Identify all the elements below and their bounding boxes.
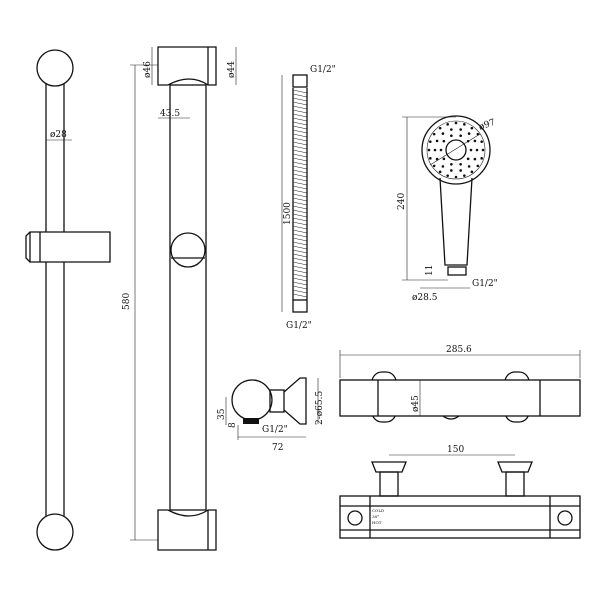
nozzle-dot bbox=[429, 157, 432, 160]
elbow-thread-label: G1/2" bbox=[262, 425, 288, 435]
nozzle-dot bbox=[435, 139, 439, 143]
centers-label: 150 bbox=[447, 445, 464, 455]
nozzle-dot bbox=[446, 123, 449, 126]
nozzle-dot bbox=[438, 126, 442, 130]
nozzle-dot bbox=[459, 128, 462, 131]
nozzle-dot bbox=[466, 157, 470, 161]
nozzle-dot bbox=[438, 170, 442, 174]
hose-top-thread-label: G1/2" bbox=[310, 65, 336, 75]
nozzle-dot bbox=[467, 165, 471, 168]
nozzle-dot bbox=[476, 132, 480, 136]
nozzle-dot bbox=[459, 162, 462, 166]
nozzle-dot bbox=[450, 128, 453, 131]
flange-label: 2-ø65.5 bbox=[315, 391, 325, 425]
nozzle-dot bbox=[473, 139, 477, 143]
nozzle-dot bbox=[432, 132, 436, 136]
nozzle-dot bbox=[476, 164, 480, 168]
hot-label: HOT bbox=[372, 520, 382, 525]
nozzle-dot bbox=[429, 140, 432, 143]
temp-label: 38° bbox=[372, 514, 379, 519]
nozzle-dot bbox=[432, 164, 436, 168]
nozzle-dot bbox=[450, 134, 453, 138]
cold-label: COLD bbox=[372, 508, 384, 513]
nozzle-dot bbox=[480, 140, 483, 143]
hose-length-label: 1500 bbox=[283, 202, 293, 225]
handle-diameter-label: ø28.5 bbox=[412, 293, 438, 303]
nozzle-dot bbox=[442, 157, 446, 161]
nozzle-dot bbox=[470, 170, 474, 174]
nozzle-dot bbox=[435, 157, 439, 161]
nozzle-dot bbox=[442, 139, 446, 143]
elbow-nut-label: 8 bbox=[228, 422, 238, 428]
bracket-end-diameter-label: ø44 bbox=[227, 61, 237, 78]
nozzle-dot bbox=[450, 169, 453, 172]
hand-shower-thread-label: G1/2" bbox=[472, 279, 498, 289]
nozzle-dot bbox=[481, 148, 485, 152]
head-diameter-label: ø97 bbox=[478, 118, 498, 133]
nozzle-dot bbox=[427, 148, 431, 152]
hand-shower bbox=[402, 115, 491, 289]
nozzle-dot bbox=[433, 148, 437, 152]
nozzle-dot bbox=[441, 132, 445, 135]
bracket-diameter-label: ø46 bbox=[143, 61, 153, 78]
thermostat-width-label: 285.6 bbox=[446, 345, 472, 355]
nozzle-dot bbox=[450, 162, 453, 166]
nozzle-dot bbox=[473, 157, 477, 161]
nozzle-dot bbox=[463, 123, 466, 126]
rail-height-label: 580 bbox=[122, 293, 132, 310]
wall-elbow bbox=[225, 377, 319, 440]
slide-rail-side-view bbox=[25, 49, 111, 551]
thermostat-front-view bbox=[339, 454, 581, 539]
elbow-depth-label: 72 bbox=[272, 443, 283, 453]
nozzle-dot bbox=[467, 132, 471, 135]
nozzle-dot bbox=[454, 175, 458, 179]
elbow-height-label: 35 bbox=[217, 408, 227, 420]
nozzle-dot bbox=[469, 148, 473, 152]
nozzle-dot bbox=[470, 126, 474, 130]
nozzle-dot bbox=[466, 139, 470, 143]
nozzle-dot bbox=[475, 148, 479, 152]
body-diameter-label: ø45 bbox=[411, 395, 421, 412]
hose-bottom-thread-label: G1/2" bbox=[286, 321, 312, 331]
hose bbox=[281, 74, 308, 313]
rod-diameter-label: ø28 bbox=[50, 130, 67, 140]
nut-height-label: 11 bbox=[425, 265, 435, 276]
nozzle-dots bbox=[427, 121, 485, 179]
slide-rail-front-view bbox=[130, 46, 237, 551]
nozzle-dot bbox=[446, 174, 449, 177]
nozzle-dot bbox=[439, 148, 443, 152]
thermostat-top-view bbox=[339, 350, 581, 423]
nozzle-dot bbox=[459, 169, 462, 172]
hand-shower-length-label: 240 bbox=[397, 193, 407, 210]
nozzle-dot bbox=[463, 174, 466, 177]
projection-label: 43.5 bbox=[160, 109, 180, 119]
nozzle-dot bbox=[454, 121, 458, 125]
nozzle-dot bbox=[459, 134, 462, 138]
nozzle-dot bbox=[441, 165, 445, 168]
nozzle-dot bbox=[480, 157, 483, 160]
